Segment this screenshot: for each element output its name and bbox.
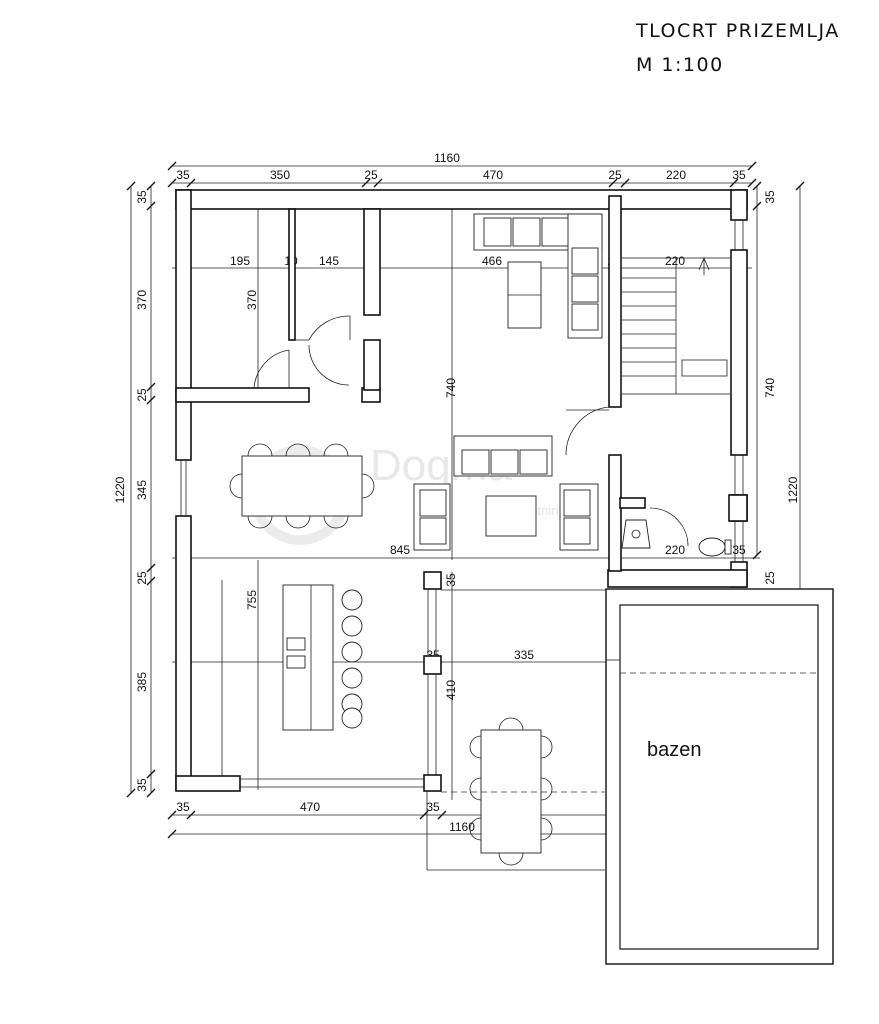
wall-wc-right [728,494,748,522]
wall-pantry [363,208,381,316]
pool-basin [619,604,819,950]
dim-top-overall: 1160 [434,151,460,165]
drawing-scale: M 1:100 [636,54,724,76]
dim-int-h845: 845 [390,543,410,557]
dim-right-2: 740 [763,378,777,398]
wall-pantry-lower [363,339,381,391]
pool-label: bazen [647,739,702,761]
dim-bottom-1: 35 [176,800,190,814]
dim-int-v740: 740 [444,378,458,398]
wall-right-top [730,189,748,221]
dim-left-7: 35 [135,778,149,792]
dim-left-4: 345 [135,480,149,500]
wall-wc [619,497,646,509]
dim-row-2: 195 [230,254,250,268]
dim-top-1: 35 [176,168,190,182]
dim-top-7: 35 [732,168,746,182]
dim-int-h35-wc: 35 [732,543,746,557]
dim-right-pool-1: 25 [763,571,777,585]
terrace [426,589,608,871]
dining-table-inside [229,443,375,529]
wall-left-upper [175,189,192,461]
wall-room-divider [288,208,296,341]
dim-top-2: 350 [270,168,290,182]
wall-rooms-bottom-1 [175,387,310,403]
drawing-title: TLOCRT PRIZEMLJA [636,20,840,42]
dim-right-overall: 1220 [786,476,800,503]
column-1 [423,571,442,590]
dim-top-6: 220 [666,168,686,182]
wall-stair-lower [608,454,622,572]
dim-row-8: 220 [665,254,685,268]
dim-int-v755: 755 [245,590,259,610]
column-bottom [423,774,442,792]
wall-left-lower [175,515,192,791]
door-swing-entrance [565,406,610,456]
wc-fixtures [621,519,732,557]
door-swing-room-1 [253,349,290,389]
dim-top-3: 25 [364,168,378,182]
dim-row-4: 145 [319,254,339,268]
dining-table-terrace [469,717,553,866]
dim-int-v370: 370 [245,290,259,310]
staircase [620,256,732,395]
drawing-title-block: TLOCRT PRIZEMLJA M 1:100 [636,14,840,82]
dim-left-2: 370 [135,290,149,310]
dim-bottom-3: 35 [426,800,440,814]
kitchen [221,580,363,776]
wall-right-mid [730,249,748,456]
dim-int-v35-b: 35 [444,573,458,587]
living-furniture [413,213,603,551]
pool: bazen [605,588,834,965]
wall-top [175,189,748,210]
wall-stair [608,195,622,408]
dim-bottom-2: 470 [300,800,320,814]
dim-int-h220-wc: 220 [665,543,685,557]
dim-top-5: 25 [608,168,622,182]
door-swing-hall [308,344,350,386]
dim-left-3: 25 [135,388,149,402]
column-2 [423,655,442,675]
door-swing-wc [649,507,689,547]
walls [175,189,748,792]
wall-bottom-left [175,775,241,792]
door-swing-room-2 [308,315,351,341]
dim-top-4: 470 [483,168,503,182]
dim-left-1: 35 [135,190,149,204]
doors [253,315,689,547]
dim-left-6: 385 [135,672,149,692]
dim-bottom-overall: 1160 [449,820,475,834]
dim-left-overall: 1220 [113,476,127,503]
dim-left-5: 25 [135,571,149,585]
dim-right-1: 35 [763,190,777,204]
wall-upper-bottom [607,569,748,588]
dim-int-v410: 410 [444,680,458,700]
dim-row-6: 466 [482,254,502,268]
dim-int-h335: 335 [514,648,534,662]
